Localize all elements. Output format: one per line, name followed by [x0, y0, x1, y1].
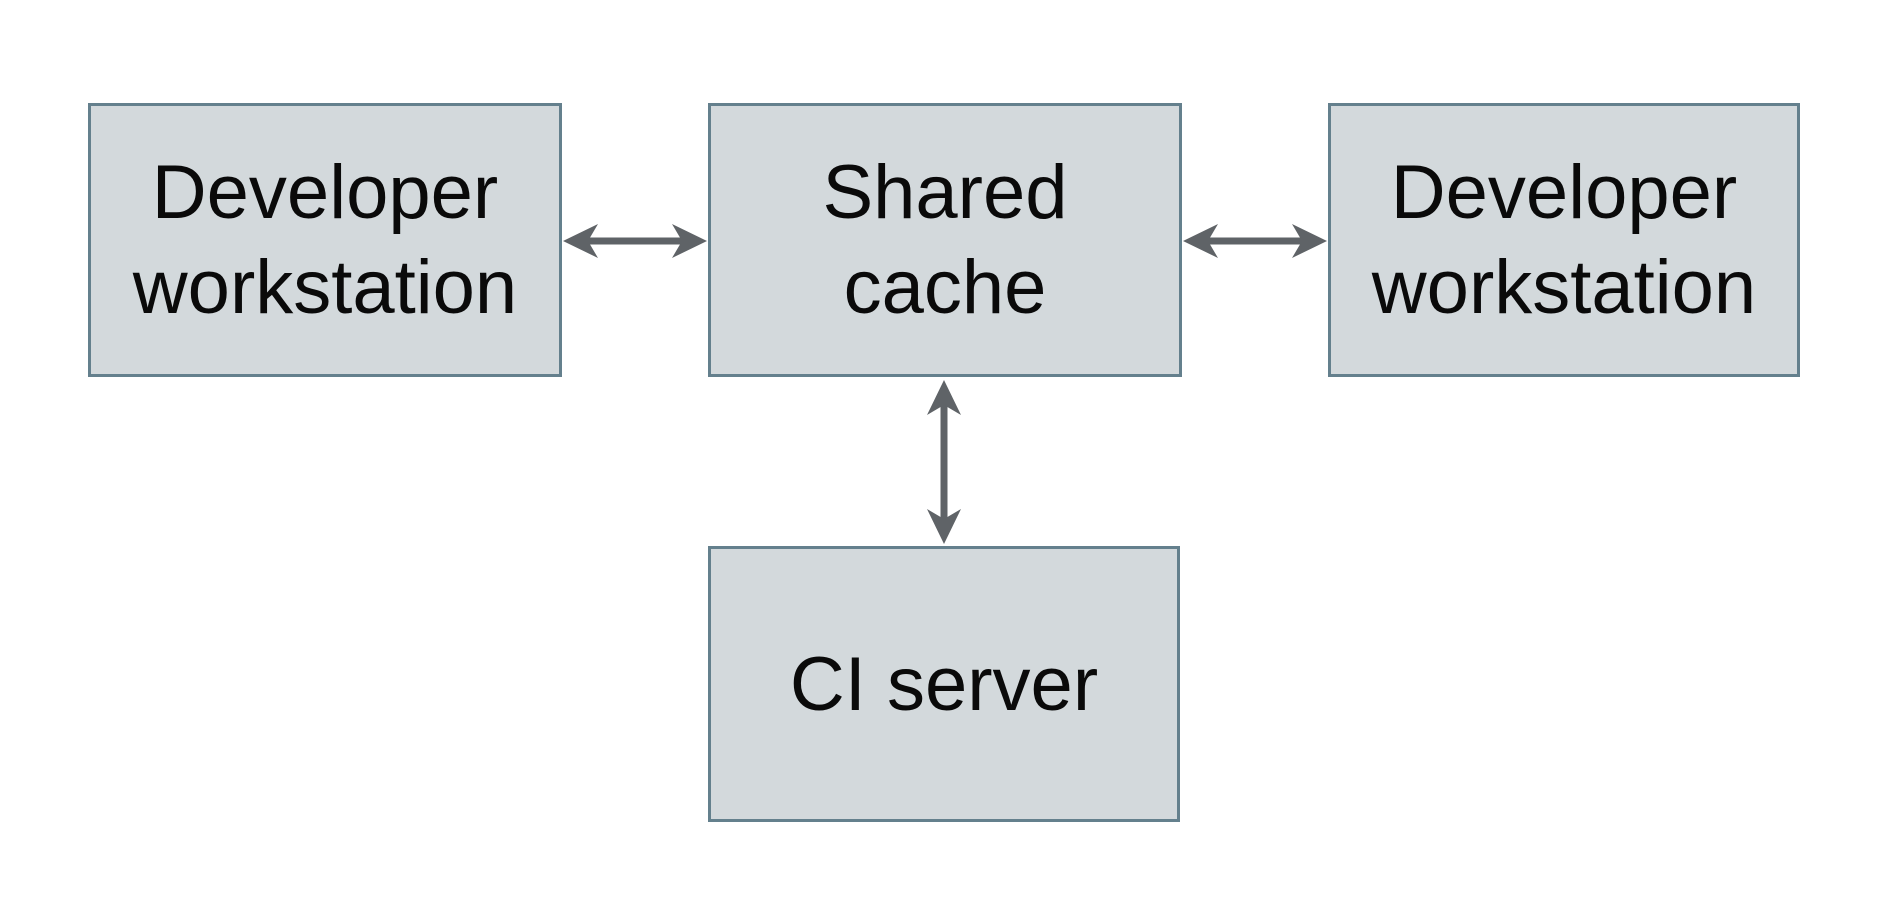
arrowhead-right-icon: [672, 224, 707, 258]
node-label: Developer workstation: [1371, 150, 1757, 330]
bidirectional-arrow-icon: [563, 224, 707, 258]
node-developer-workstation-right: Developer workstation: [1328, 103, 1800, 377]
arrowhead-right-icon: [1292, 224, 1327, 258]
node-label: Developer workstation: [132, 150, 518, 330]
node-developer-workstation-left: Developer workstation: [88, 103, 562, 377]
arrow-shaft: [940, 404, 948, 520]
node-label: Shared cache: [822, 150, 1068, 330]
arrow-shaft: [1207, 237, 1303, 245]
arrowhead-down-icon: [927, 509, 961, 544]
node-label: CI server: [789, 641, 1099, 727]
bidirectional-arrow-icon: [927, 380, 961, 544]
arrow-shaft: [587, 237, 683, 245]
node-shared-cache: Shared cache: [708, 103, 1182, 377]
arrowhead-left-icon: [1183, 224, 1218, 258]
arrowhead-up-icon: [927, 380, 961, 415]
arrowhead-left-icon: [563, 224, 598, 258]
node-ci-server: CI server: [708, 546, 1180, 822]
bidirectional-arrow-icon: [1183, 224, 1327, 258]
